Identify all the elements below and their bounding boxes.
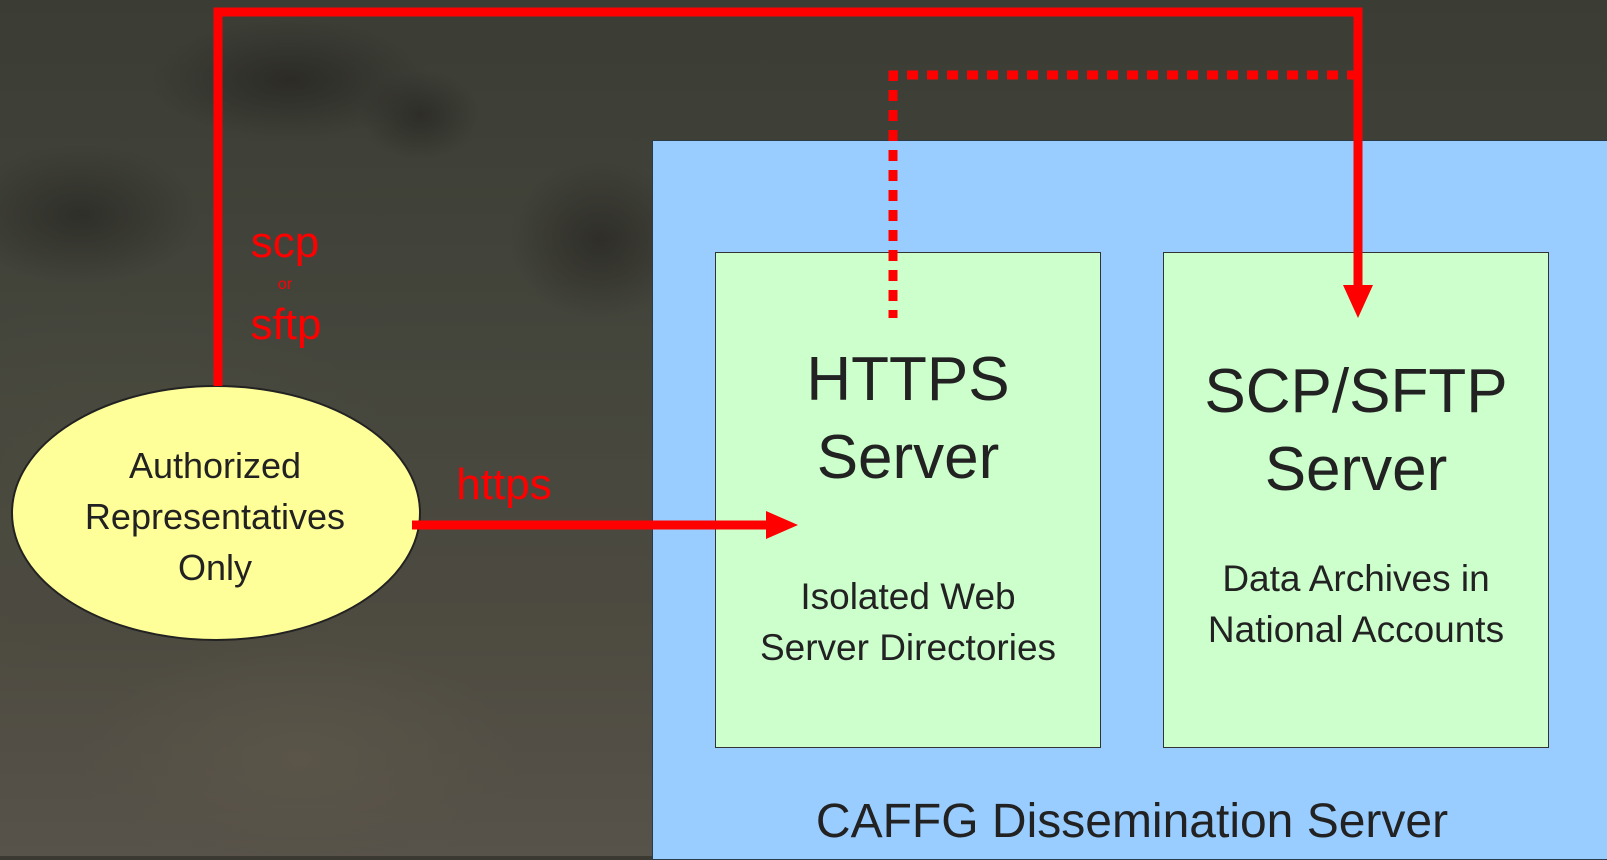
scp-sftp-arrowhead xyxy=(1343,285,1373,318)
or-label: or xyxy=(277,276,293,293)
https-server-title: HTTPS Server xyxy=(806,345,1010,492)
scp-label: scp xyxy=(250,218,320,267)
dissemination-server-label: CAFFG Dissemination Server xyxy=(815,795,1449,848)
scp-sftp-server-subtitle: Data Archives in National Accounts xyxy=(1207,558,1505,650)
https-server-box: HTTPS Server Isolated Web Server Directo… xyxy=(715,252,1101,748)
https-label: https xyxy=(456,460,552,509)
sftp-label: sftp xyxy=(250,300,322,349)
https-arrowhead xyxy=(766,511,798,539)
client-label: Authorized Representatives Only xyxy=(84,445,346,588)
https-server-subtitle: Isolated Web Server Directories xyxy=(759,576,1057,668)
scp-sftp-server-box: SCP/SFTP Server Data Archives in Nationa… xyxy=(1163,252,1549,748)
scp-sftp-server-title: SCP/SFTP Server xyxy=(1204,357,1508,504)
scp-sftp-connection-line xyxy=(213,7,1363,386)
scp-https-dotted-line xyxy=(888,70,1358,318)
